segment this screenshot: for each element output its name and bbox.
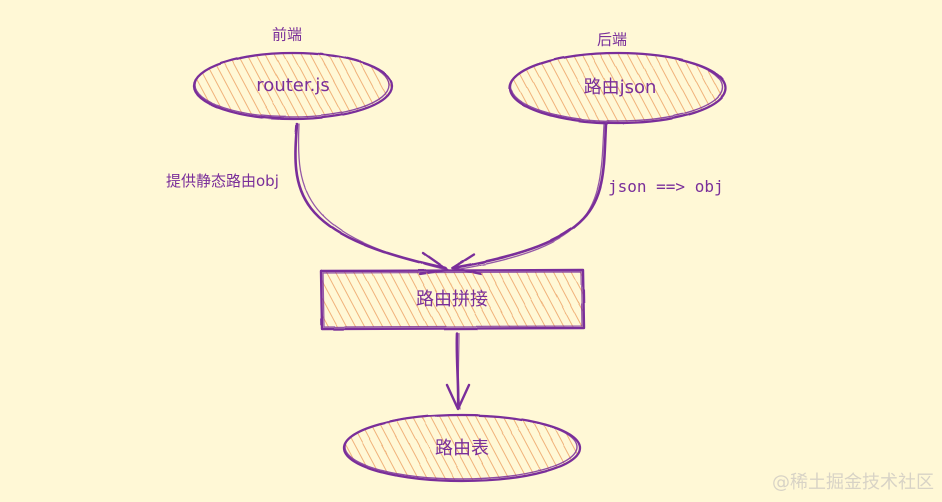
frontend-edge-label: 提供静态路由obj	[166, 172, 279, 190]
merge-to-result-arrow	[445, 331, 471, 411]
result-node-shape	[342, 413, 582, 483]
frontend-header: 前端	[271, 25, 303, 44]
merge-node: 路由拼接	[416, 289, 488, 310]
frontend-to-merge-arrow	[294, 122, 449, 276]
frontend-node-shape	[192, 51, 394, 121]
backend-to-merge-arrow	[450, 122, 608, 276]
backend-node: 路由json	[583, 77, 657, 98]
backend-edge-label: json ==> obj	[608, 177, 724, 196]
merge-node-shape	[319, 268, 586, 331]
backend-header: 后端	[596, 30, 628, 49]
backend-node-shape	[508, 51, 728, 125]
result-node: 路由表	[435, 438, 489, 459]
watermark: @稀土掘金技术社区	[772, 472, 934, 493]
frontend-node: router.js	[256, 75, 330, 96]
